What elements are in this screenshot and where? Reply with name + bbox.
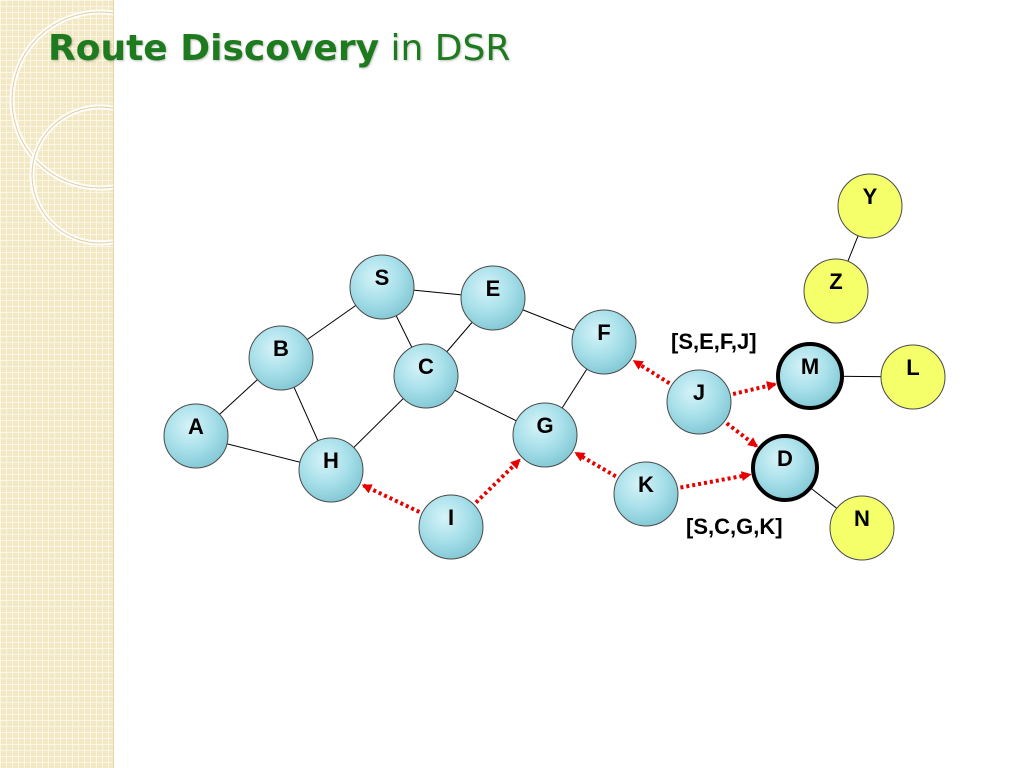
node-circle-g xyxy=(512,402,578,468)
node-circle-j xyxy=(666,369,732,435)
node-label-a: A xyxy=(188,414,204,439)
node-y: Y xyxy=(837,173,903,239)
node-label-d: D xyxy=(777,446,793,471)
request-arrow-j-to-d xyxy=(725,421,759,448)
node-label-g: G xyxy=(536,413,553,438)
node-label-k: K xyxy=(638,472,654,497)
request-arrow-k-to-d xyxy=(680,471,752,490)
node-circle-s xyxy=(349,254,415,320)
node-circle-c xyxy=(393,343,459,409)
node-m: M xyxy=(776,342,844,410)
node-label-b: B xyxy=(273,336,289,361)
node-circle-z xyxy=(803,258,869,324)
node-c: C xyxy=(393,343,459,409)
node-circle-h xyxy=(298,437,364,503)
node-label-y: Y xyxy=(863,184,878,209)
title-bold-part: Route Discovery xyxy=(48,28,380,69)
request-arrow-j-to-m xyxy=(732,381,777,396)
node-h: H xyxy=(298,437,364,503)
node-circle-i xyxy=(418,494,484,560)
node-label-n: N xyxy=(854,506,870,531)
node-s: S xyxy=(349,254,415,320)
node-label-z: Z xyxy=(829,269,842,294)
node-label-j: J xyxy=(693,380,705,405)
node-e: E xyxy=(460,265,526,331)
node-label-c: C xyxy=(418,354,434,379)
node-circle-k xyxy=(613,461,679,527)
node-n: N xyxy=(829,495,895,561)
node-circle-d xyxy=(751,434,819,502)
title-normal-part: in DSR xyxy=(379,28,511,69)
node-k: K xyxy=(613,461,679,527)
node-label-s: S xyxy=(375,265,390,290)
node-label-h: H xyxy=(323,448,339,473)
node-circle-a xyxy=(163,403,229,469)
request-arrow-j-to-f xyxy=(632,359,671,386)
node-circle-n xyxy=(829,495,895,561)
node-circle-m xyxy=(776,342,844,410)
request-arrow-i-to-h xyxy=(361,483,421,514)
node-f: F xyxy=(571,309,637,375)
node-label-l: L xyxy=(906,355,919,380)
node-i: I xyxy=(418,494,484,560)
node-b: B xyxy=(248,325,314,391)
node-label-e: E xyxy=(486,276,501,301)
request-arrow-i-to-g xyxy=(474,458,521,504)
node-circle-l xyxy=(880,344,946,410)
node-z: Z xyxy=(803,258,869,324)
route-label-via-k: [S,C,G,K] xyxy=(686,514,783,539)
node-g: G xyxy=(512,402,578,468)
node-layer: S E B C F A H G I J K M D Y Z L N xyxy=(163,173,946,561)
node-j: J xyxy=(666,369,732,435)
route-label-via-j: [S,E,F,J] xyxy=(671,329,757,354)
node-circle-f xyxy=(571,309,637,375)
node-d: D xyxy=(751,434,819,502)
request-arrow-k-to-g xyxy=(574,451,617,479)
decorative-sidebar xyxy=(0,0,191,768)
node-a: A xyxy=(163,403,229,469)
slide-title: Route Discovery in DSR xyxy=(48,28,510,69)
node-circle-b xyxy=(248,325,314,391)
node-label-f: F xyxy=(597,320,610,345)
node-label-i: I xyxy=(448,505,454,530)
node-circle-e xyxy=(460,265,526,331)
node-l: L xyxy=(880,344,946,410)
node-circle-y xyxy=(837,173,903,239)
route-request-layer xyxy=(361,359,777,514)
node-label-m: M xyxy=(801,354,819,379)
